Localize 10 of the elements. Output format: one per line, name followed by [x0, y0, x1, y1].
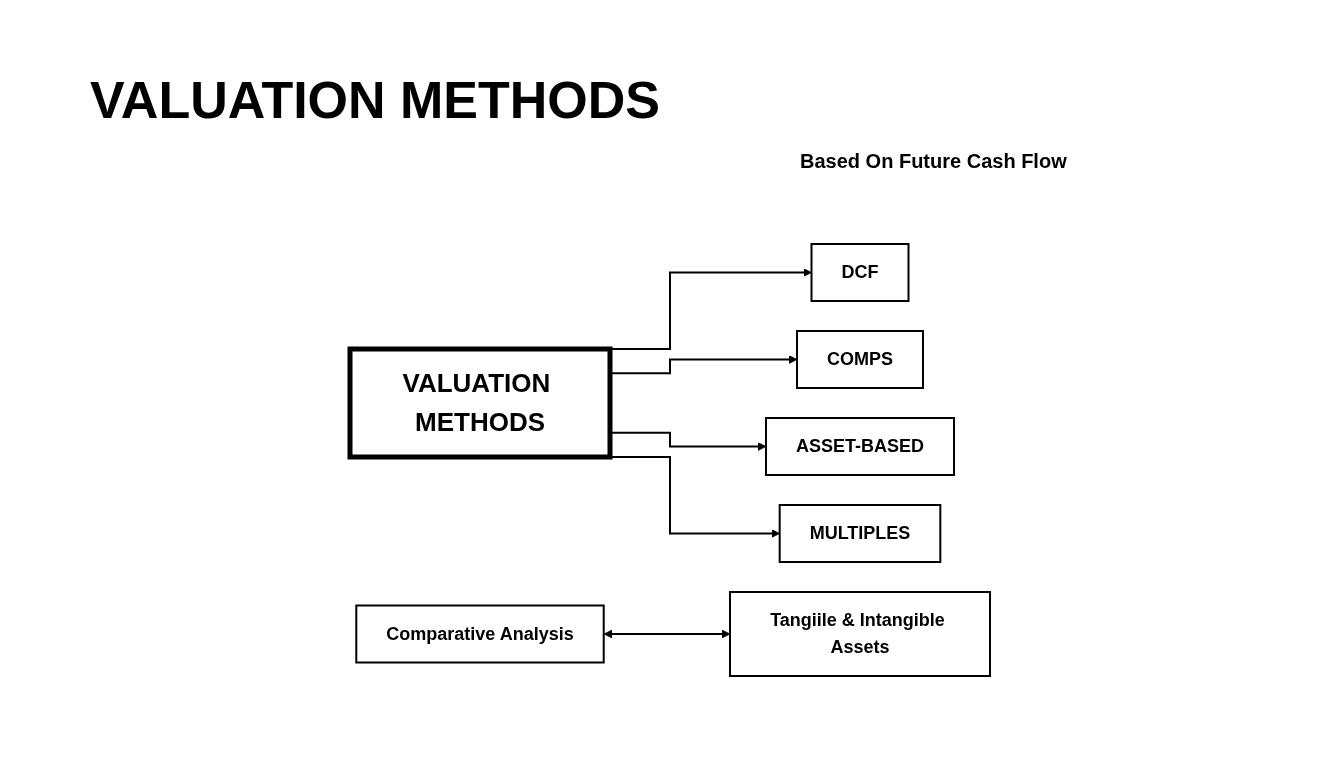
note-text: Based On Future Cash Flow: [800, 150, 1067, 173]
node-box: VALUATION METHODS: [347, 346, 613, 460]
node-box: COMPS: [796, 330, 924, 389]
node-box: ASSET-BASED: [765, 417, 955, 476]
node-box: MULTIPLES: [778, 504, 942, 563]
node-box: Comparative Analysis: [355, 604, 605, 664]
arrow: [603, 629, 731, 639]
node-box: Tangiile & Intangible Assets: [729, 591, 991, 677]
title: VALUATION METHODS: [90, 70, 661, 130]
node-box: DCF: [810, 243, 910, 302]
